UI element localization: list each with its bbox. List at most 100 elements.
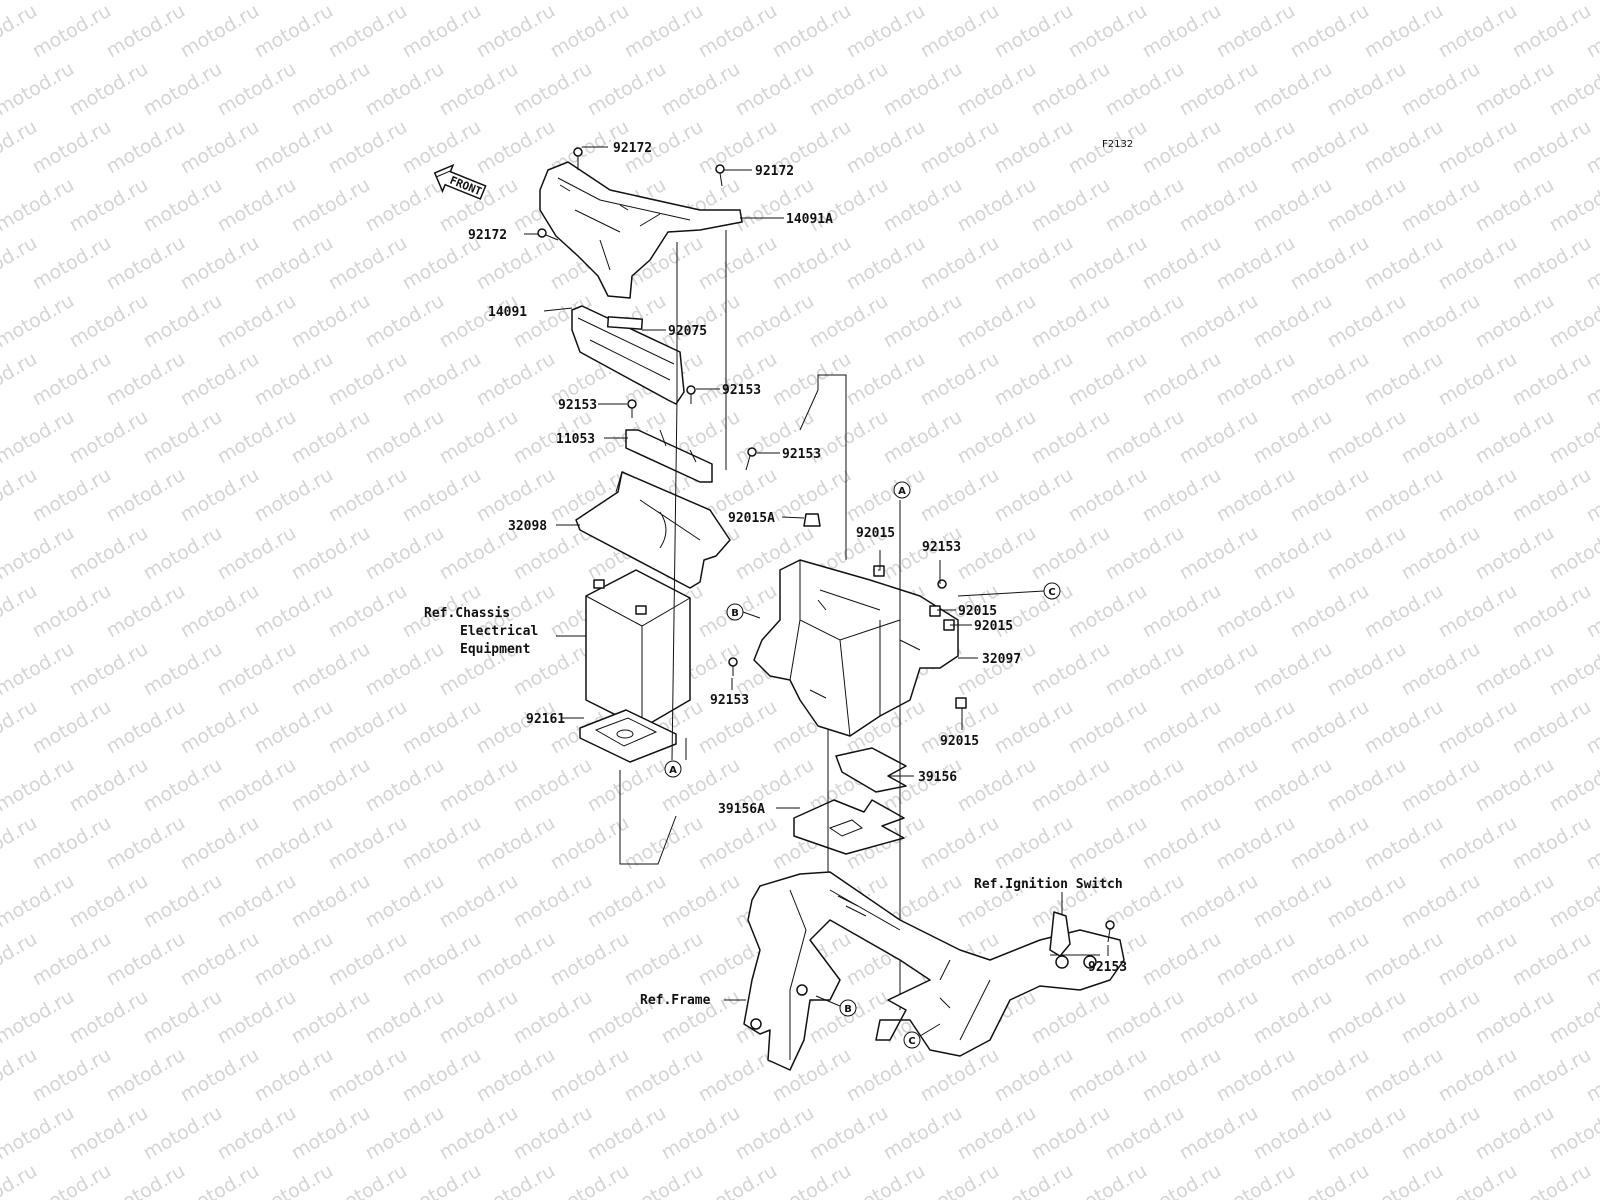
watermark-text: motod.ru: [473, 1044, 559, 1107]
watermark-text: motod.ru: [1250, 0, 1336, 4]
marker-a: A: [664, 760, 682, 778]
marker-c: C: [1043, 582, 1061, 600]
watermark-text: motod.ru: [0, 58, 78, 121]
label-92153: 92153: [782, 447, 821, 462]
watermark-text: motod.ru: [288, 174, 374, 237]
watermark-text: motod.ru: [1472, 174, 1558, 237]
watermark-text: motod.ru: [1435, 232, 1521, 295]
watermark-text: motod.ru: [769, 348, 855, 411]
watermark-text: motod.ru: [251, 116, 337, 179]
watermark-text: motod.ru: [1065, 0, 1151, 62]
guide-line: [619, 770, 677, 865]
watermark-text: motod.ru: [399, 1044, 485, 1107]
watermark-text: motod.ru: [140, 986, 226, 1049]
watermark-text: motod.ru: [1435, 116, 1521, 179]
watermark-text: motod.ru: [1324, 986, 1410, 1049]
watermark-text: motod.ru: [1250, 754, 1336, 817]
svg-text:C: C: [908, 1036, 915, 1047]
label-92015a: 92015A: [728, 511, 775, 526]
watermark-text: motod.ru: [1361, 696, 1447, 759]
watermark-text: motod.ru: [177, 696, 263, 759]
pad-92075: [606, 316, 644, 330]
watermark-text: motod.ru: [29, 0, 115, 62]
watermark-text: motod.ru: [103, 464, 189, 527]
watermark-text: motod.ru: [66, 290, 152, 353]
label-32098: 32098: [508, 519, 547, 534]
watermark-text: motod.ru: [29, 580, 115, 643]
svg-text:C: C: [1048, 587, 1055, 598]
watermark-text: motod.ru: [473, 0, 559, 62]
nut-icon: [803, 513, 821, 527]
watermark-text: motod.ru: [991, 1044, 1077, 1107]
watermark-text: motod.ru: [1287, 232, 1373, 295]
watermark-text: motod.ru: [362, 638, 448, 701]
watermark-text: motod.ru: [66, 406, 152, 469]
watermark-text: motod.ru: [1065, 464, 1151, 527]
watermark-text: motod.ru: [1398, 522, 1484, 585]
watermark-text: motod.ru: [1250, 290, 1336, 353]
watermark-text: motod.ru: [954, 522, 1040, 585]
watermark-text: motod.ru: [1509, 696, 1595, 759]
watermark-text: motod.ru: [1324, 870, 1410, 933]
watermark-text: motod.ru: [177, 464, 263, 527]
watermark-text: motod.ru: [29, 1160, 115, 1200]
watermark-text: motod.ru: [843, 116, 929, 179]
watermark-text: motod.ru: [103, 232, 189, 295]
watermark-text: motod.ru: [66, 986, 152, 1049]
watermark-text: motod.ru: [1361, 928, 1447, 991]
watermark-text: motod.ru: [1435, 464, 1521, 527]
watermark-text: motod.ru: [917, 464, 1003, 527]
watermark-text: motod.ru: [251, 232, 337, 295]
watermark-text: motod.ru: [251, 812, 337, 875]
watermark-text: motod.ru: [473, 696, 559, 759]
watermark-text: motod.ru: [1287, 580, 1373, 643]
watermark-text: motod.ru: [66, 58, 152, 121]
watermark-text: motod.ru: [1546, 1102, 1600, 1165]
watermark-text: motod.ru: [1176, 870, 1262, 933]
watermark-text: motod.ru: [1139, 116, 1225, 179]
screw-icon: [715, 164, 725, 187]
watermark-text: motod.ru: [325, 928, 411, 991]
watermark-text: motod.ru: [1102, 638, 1188, 701]
watermark-text: motod.ru: [1139, 464, 1225, 527]
label-92153: 92153: [722, 383, 761, 398]
watermark-text: motod.ru: [1287, 1044, 1373, 1107]
watermark-text: motod.ru: [1213, 348, 1299, 411]
watermark-text: motod.ru: [547, 928, 633, 991]
watermark-text: motod.ru: [510, 1102, 596, 1165]
watermark-text: motod.ru: [1287, 696, 1373, 759]
watermark-text: motod.ru: [1065, 1044, 1151, 1107]
watermark-text: motod.ru: [1250, 638, 1336, 701]
watermark-text: motod.ru: [214, 754, 300, 817]
watermark-text: motod.ru: [1435, 1160, 1521, 1200]
watermark-text: motod.ru: [1509, 928, 1595, 991]
watermark-text: motod.ru: [473, 1160, 559, 1200]
watermark-text: motod.ru: [1065, 348, 1151, 411]
watermark-text: motod.ru: [584, 1102, 670, 1165]
watermark-text: motod.ru: [177, 0, 263, 62]
watermark-text: motod.ru: [214, 0, 300, 4]
watermark-text: motod.ru: [214, 174, 300, 237]
watermark-text: motod.ru: [843, 0, 929, 62]
ref-ignition-switch: Ref.Ignition Switch: [974, 877, 1123, 892]
watermark-text: motod.ru: [658, 870, 744, 933]
label-92153: 92153: [1088, 960, 1127, 975]
watermark-text: motod.ru: [251, 1160, 337, 1200]
watermark-text: motod.ru: [66, 522, 152, 585]
watermark-text: motod.ru: [140, 290, 226, 353]
marker-b: B: [839, 999, 857, 1017]
watermark-text: motod.ru: [399, 348, 485, 411]
watermark-text: motod.ru: [1065, 812, 1151, 875]
watermark-text: motod.ru: [1213, 464, 1299, 527]
watermark-text: motod.ru: [436, 986, 522, 1049]
watermark-text: motod.ru: [325, 116, 411, 179]
watermark-text: motod.ru: [473, 464, 559, 527]
watermark-text: motod.ru: [1139, 580, 1225, 643]
watermark-text: motod.ru: [621, 1044, 707, 1107]
watermark-text: motod.ru: [1028, 638, 1114, 701]
watermark-text: motod.ru: [1472, 754, 1558, 817]
watermark-text: motod.ru: [1250, 986, 1336, 1049]
watermark-text: motod.ru: [214, 1102, 300, 1165]
watermark-text: motod.ru: [769, 232, 855, 295]
